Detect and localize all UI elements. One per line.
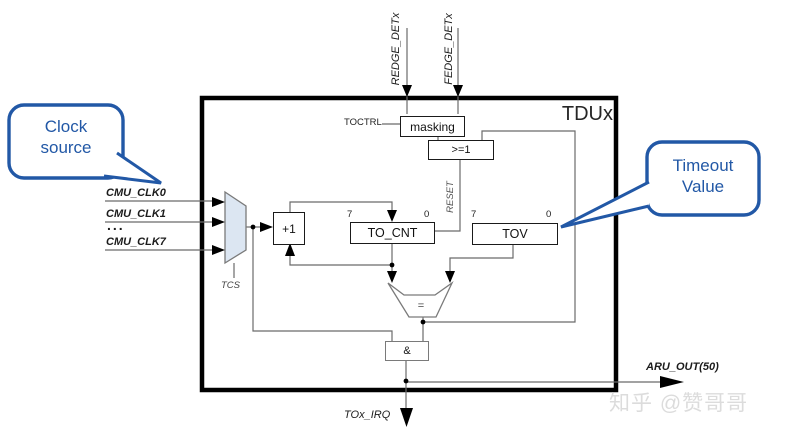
module-title: TDUx	[561, 103, 613, 125]
tov-bit7: 7	[471, 209, 477, 220]
clock-source-bubble-tail	[103, 151, 162, 185]
aru-out-label: ARU_OUT(50)	[646, 361, 719, 373]
feedback-to-inc-arrow	[285, 243, 295, 256]
clock-mux-shape	[224, 190, 247, 265]
tov-register: TOV	[472, 223, 558, 245]
reset-label: RESET	[444, 181, 456, 213]
tdu-module-border	[199, 95, 619, 393]
timeout-value-bubble	[645, 140, 761, 217]
timeout-value-bubble-tail	[560, 180, 650, 229]
increment-block: +1	[273, 212, 305, 245]
cmu1-arrow	[212, 217, 225, 227]
cmu-clk0-label: CMU_CLK0	[106, 187, 166, 199]
comparator-shape	[387, 281, 454, 318]
redge-arrow	[402, 85, 412, 97]
clock-source-line2: source	[40, 138, 92, 157]
timeout-value-callout-text: Timeout Value	[647, 155, 759, 197]
timeout-value-line1: Timeout	[672, 156, 734, 175]
tov-to-comp-arrow	[445, 271, 455, 283]
or-gate-block: >=1	[428, 140, 494, 160]
timeout-value-line2: Value	[681, 177, 725, 196]
tox-irq-label: TOx_IRQ	[344, 409, 391, 421]
comparator-eq-label: =	[417, 300, 425, 312]
tox-irq-arrow	[400, 408, 413, 427]
toctrl-label: TOCTRL	[344, 117, 382, 128]
cmu-clk-ellipsis: ...	[107, 217, 125, 233]
clock-source-bubble	[7, 103, 125, 180]
cmu-clk1-label: CMU_CLK1	[106, 208, 166, 220]
to-cnt-register: TO_CNT	[350, 222, 435, 244]
fedge-arrow	[453, 85, 463, 97]
wire-layer	[105, 28, 664, 410]
mux-out-arrow	[260, 222, 273, 232]
arrowheads	[212, 85, 684, 427]
cmu7-arrow	[212, 245, 225, 255]
callout-bubbles	[7, 103, 761, 229]
cmu0-arrow	[212, 197, 225, 207]
inc-to-cnt-arrow	[387, 210, 397, 222]
redge-det-label: REDGE_DETx	[389, 12, 402, 86]
to-cnt-bit7: 7	[347, 209, 353, 220]
cmu-clk7-label: CMU_CLK7	[106, 236, 166, 248]
tov-bit0: 0	[546, 209, 552, 220]
to-cnt-bit0: 0	[424, 209, 430, 220]
tcs-label: TCS	[221, 280, 240, 291]
masking-block: masking	[400, 116, 465, 137]
fedge-det-label: FEDGE_DETx	[442, 13, 455, 85]
clock-source-line1: Clock	[44, 117, 88, 136]
cnt-to-comp-arrow	[387, 271, 397, 283]
and-gate-block: &	[385, 341, 429, 361]
watermark: 知乎 @赞哥哥	[609, 392, 749, 415]
clock-source-callout-text: Clock source	[9, 116, 123, 158]
junction-dots	[250, 224, 426, 384]
aru-out-arrow	[660, 376, 684, 388]
